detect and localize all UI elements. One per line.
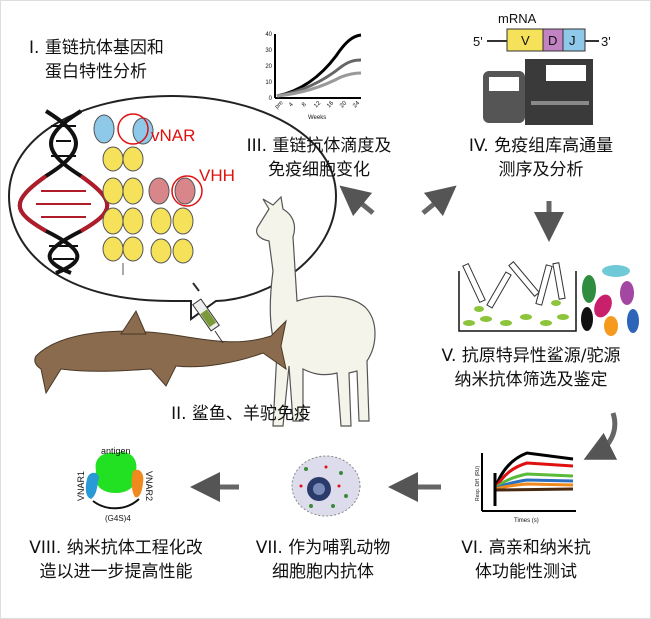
step3-title-line2: 免疫细胞变化 <box>268 160 370 180</box>
step2-title: II. 鲨鱼、羊驼免疫 <box>171 404 311 424</box>
step5-title-line1: V. 抗原特异性鲨源/驼源 <box>442 346 621 366</box>
y-tick: 10 <box>265 80 272 86</box>
step6-title-line2: 体功能性测试 <box>475 562 577 582</box>
linker-label: (G4S)4 <box>105 514 131 523</box>
x-tick: 4 <box>288 101 295 108</box>
arrow-to-step3 <box>339 185 375 217</box>
x-tick: 20 <box>339 100 348 109</box>
vnar-label: vNAR <box>151 126 195 145</box>
step5-title-line2: 纳米抗体筛选及鉴定 <box>455 370 608 390</box>
five-prime-label: 5' <box>473 34 483 49</box>
titer-chart: 0 10 20 30 40 pre 4 8 12 16 20 24 Weeks <box>265 32 361 121</box>
bispecific-nanobody-icon <box>85 451 144 510</box>
vnar2-label: VNAR2 <box>144 471 154 501</box>
x-axis-label: Weeks <box>308 115 326 121</box>
titer-series-3 <box>276 71 362 98</box>
y-tick: 30 <box>265 48 272 54</box>
vhh-label: VHH <box>199 166 235 185</box>
step6-title-line1: VI. 高亲和纳米抗 <box>461 538 590 558</box>
step8-title-line2: 造以进一步提高性能 <box>40 562 193 582</box>
step3-title-line1: III. 重链抗体滴度及 <box>247 136 392 156</box>
arrow-to-step6 <box>583 412 618 460</box>
phage-screening-tubes-icon <box>458 261 577 332</box>
step4-title-line1: IV. 免疫组库高通量 <box>469 136 613 156</box>
spr-curve-brown <box>494 487 574 492</box>
spr-sensorgram-chart <box>481 451 576 512</box>
step1-title-line2: 蛋白特性分析 <box>45 62 147 82</box>
vnar-highlight-circle <box>117 113 149 145</box>
dna-helix-icon <box>17 109 110 275</box>
x-tick: pre <box>274 100 285 111</box>
y-tick: 20 <box>265 64 272 70</box>
x-tick: 8 <box>301 101 308 108</box>
arrow-to-step4 <box>421 185 457 217</box>
step7-title-line1: VII. 作为哺乳动物 <box>256 538 390 558</box>
x-tick: 24 <box>352 100 361 109</box>
three-prime-label: 3' <box>601 34 611 49</box>
y-tick: 0 <box>269 96 273 102</box>
sequencer-machine-icon <box>483 59 593 125</box>
titer-series-2 <box>276 58 362 98</box>
step4-title-line2: 测序及分析 <box>499 160 584 180</box>
mammalian-cell-icon <box>291 455 361 517</box>
shark-illustration <box>34 309 287 395</box>
step1-title-line1: I. 重链抗体基因和 <box>29 38 164 58</box>
step7-title-line2: 细胞胞内抗体 <box>272 562 374 582</box>
vnar1-label: VNAR1 <box>76 471 86 501</box>
titer-series-1 <box>276 33 362 98</box>
nanobody-variants-icon <box>581 265 639 336</box>
segment-d: D <box>548 33 557 48</box>
mrna-construct: mRNA 5' 3' V D J <box>473 11 611 52</box>
vhh-highlight-circle <box>171 175 203 207</box>
hcab-antibody-icon <box>148 177 196 264</box>
spr-curve-orange <box>494 482 574 491</box>
ignar-antibody-icon <box>93 114 154 275</box>
segment-j: J <box>569 33 576 48</box>
step8-title-line1: VIII. 纳米抗体工程化改 <box>29 538 202 558</box>
segment-v: V <box>521 33 530 48</box>
y-tick: 40 <box>265 32 272 38</box>
spr-y-label: Resp. Diff. (RU) <box>475 465 481 501</box>
mrna-title: mRNA <box>498 11 537 26</box>
x-tick: 12 <box>313 100 322 109</box>
x-tick: 16 <box>326 100 335 109</box>
antigen-label: antigen <box>101 446 131 456</box>
syringe-icon <box>192 282 224 344</box>
speech-bubble <box>7 94 338 321</box>
spr-x-label: Times (s) <box>514 518 539 524</box>
